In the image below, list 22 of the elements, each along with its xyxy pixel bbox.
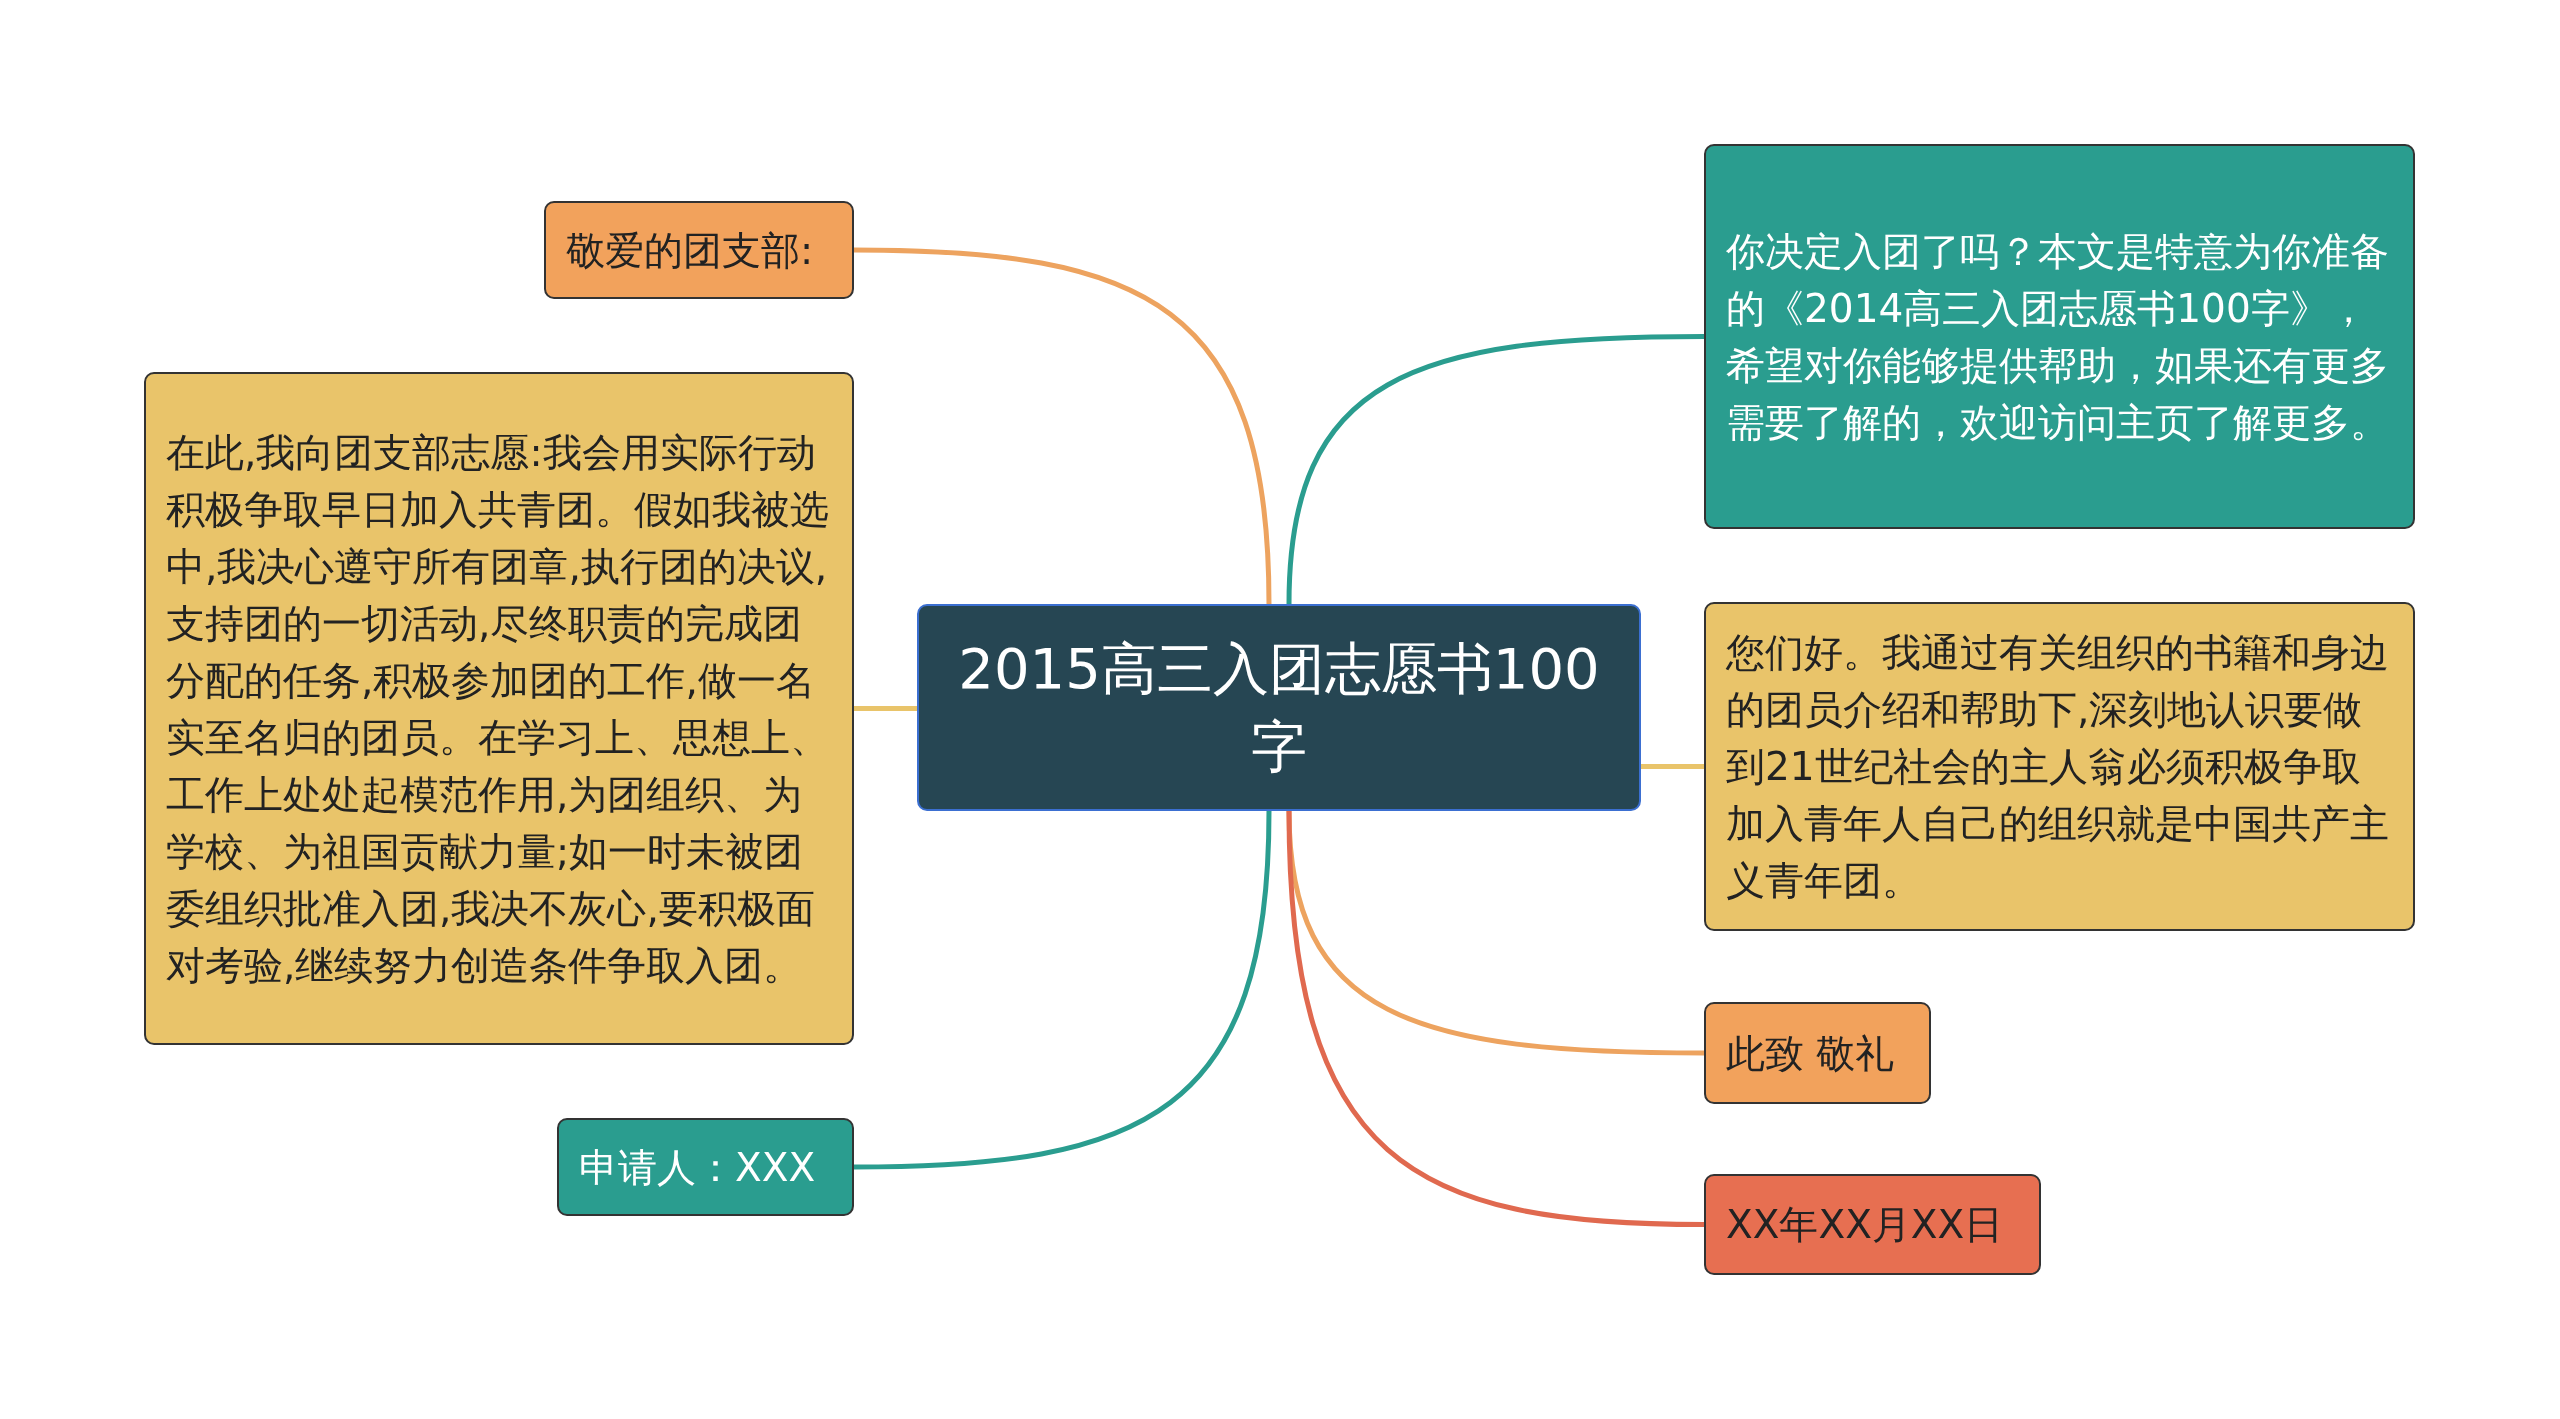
topic-text: 2015高三入团志愿书100字 xyxy=(957,634,1601,781)
topic-box xyxy=(1704,1002,1931,1104)
topic-text: XX年XX月XX日 xyxy=(1726,1201,2004,1249)
topic-box xyxy=(1704,602,2415,931)
topic-text: 敬爱的团支部: xyxy=(566,226,814,275)
connector-line xyxy=(854,706,917,711)
connector-line xyxy=(1286,810,1705,1227)
topic-text: 您们好。我通过有关组织的书籍和身边的团员介绍和帮助下,深刻地认识要做到21世纪社会的主人翁必须积极争取加入青年人自己的组织就是中国共产主义青年团。 xyxy=(1726,629,2390,905)
topic-box xyxy=(1704,144,2415,529)
central-topic-box xyxy=(917,604,1641,811)
topic-text: 你决定入团了吗？本文是特意为你准备的《2014高三入团志愿书100字》，希望对你能够提供帮助，如果还有更多需要了解的，欢迎访问主页了解更多。 xyxy=(1726,227,2390,447)
topic-text: 申请人：XXX xyxy=(579,1143,816,1192)
topic-box xyxy=(1704,1174,2041,1275)
connector-line xyxy=(1286,334,1705,605)
connector-line xyxy=(1641,764,1704,769)
topic-box xyxy=(544,201,854,299)
topic-text: 在此,我向团支部志愿:我会用实际行动积极争取早日加入共青团。假如我被选中,我决心遵守所有团章,执行团的决议,支持团的一切活动,尽终职责的完成团分配的任务,积极参加团的工作,做一名实至名归的团员。在学习上、思想上、工作上处处起模范作用,为团组织、为学校、为祖国贡献力量;如一时未被团委组织批准入团,我决不灰心,要积极面对考验,继续努力创造条件争取入团。 xyxy=(166,428,830,990)
topic-box xyxy=(144,372,854,1045)
topic-box xyxy=(557,1118,854,1216)
connector-line xyxy=(853,810,1272,1170)
topic-text: 此致 敬礼 xyxy=(1726,1029,1895,1078)
connector-line xyxy=(853,247,1272,605)
